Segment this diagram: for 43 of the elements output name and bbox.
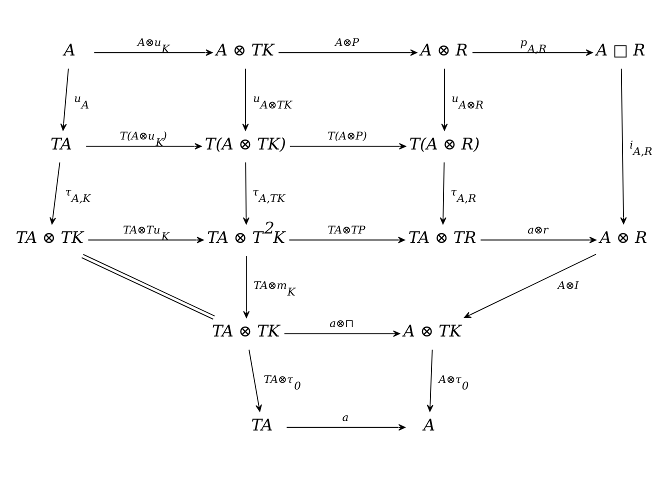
node-text: A ⊗ TK [216,40,274,60]
edge-label: a⊗r [528,222,548,236]
arrow [88,236,204,243]
arrow [248,348,262,412]
arrow [242,161,250,224]
arrow [440,161,446,224]
arrow [278,48,418,56]
edge-label: TA⊗TP [328,222,366,236]
node-text: TA [251,414,273,434]
node-text: TA ⊗ TR [408,228,476,247]
edge-label: a⊗⊓ [330,316,354,330]
node-text: A ⊗ TK [403,321,462,340]
arrow [289,142,406,150]
node-text: T(A ⊗ R) [409,134,480,153]
arrow [286,424,406,430]
node-text: A ⊗ R [600,228,648,247]
arrow [480,236,596,243]
arrow [86,142,202,150]
arrow [242,68,249,130]
node-text: TA ⊗ TK [16,228,84,247]
connector [81,254,216,320]
arrow [472,48,593,56]
node-text: TA ⊗ TK [212,321,280,340]
arrow [284,330,400,336]
edge-label: A⊗I [558,278,579,292]
node-text: A □ R [596,40,646,60]
arrow [50,161,60,224]
arrow [620,68,627,224]
edge-label: A⊗P [335,36,360,49]
node-text: TA [50,134,72,153]
arrow [288,236,406,243]
node-text: A [64,40,76,60]
arrow [60,68,69,130]
edge-label: a [342,410,349,424]
arrow [464,253,596,318]
arrow [441,68,448,130]
arrow [94,48,213,56]
node-text: T(A ⊗ TK) [204,134,286,153]
arrow [426,348,434,412]
edge-label: T(A⊗P) [328,129,367,142]
arrow [243,255,250,318]
node-text: A ⊗ R [420,40,468,60]
node-text: A [424,414,436,434]
